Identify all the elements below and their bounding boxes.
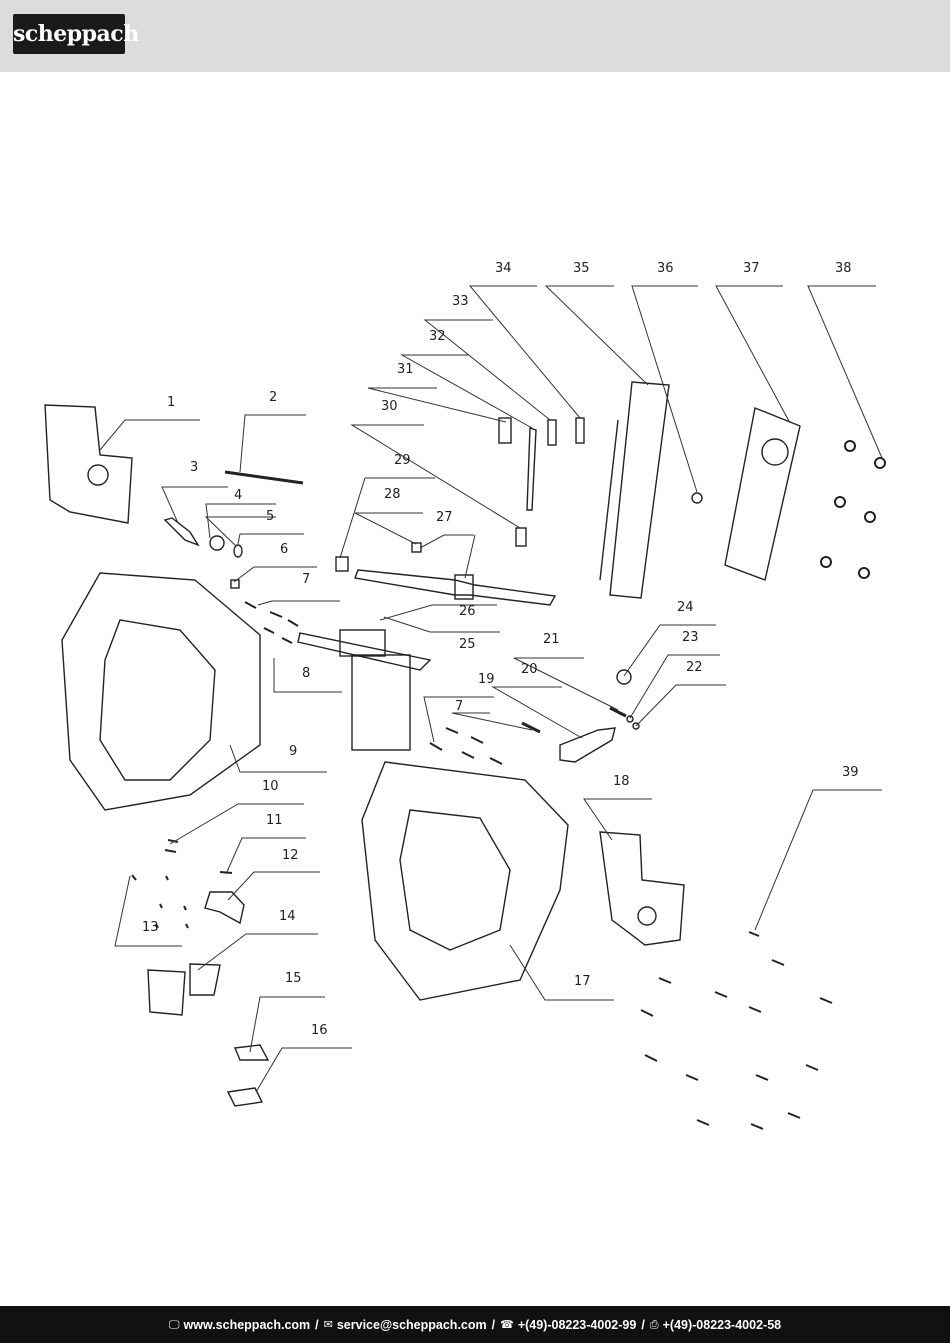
part-31-block xyxy=(498,417,512,444)
callout-34: 34 xyxy=(495,261,512,276)
phone-icon: ☎ xyxy=(500,1318,514,1331)
part-19-pin xyxy=(521,721,541,734)
part-30-block xyxy=(515,527,527,547)
callout-26: 26 xyxy=(459,604,476,619)
part-8-motor-body xyxy=(351,654,411,751)
footer-email[interactable]: service@scheppach.com xyxy=(336,1317,487,1332)
callout-5: 5 xyxy=(266,509,274,524)
part-3-lever xyxy=(163,517,200,547)
part-7-screws xyxy=(244,601,503,765)
footer-contact-bar: 🖵 www.scheppach.com / ✉ service@scheppac… xyxy=(0,1306,950,1343)
part-12-trigger xyxy=(204,891,245,925)
callout-25: 25 xyxy=(459,637,476,652)
footer-fax: +(49)-08223-4002-58 xyxy=(662,1317,782,1332)
callout-29: 29 xyxy=(394,453,411,468)
part-5-ring xyxy=(233,544,243,558)
part-37-base-plate xyxy=(724,407,801,581)
footer-website[interactable]: www.scheppach.com xyxy=(183,1317,311,1332)
footer-separator: / xyxy=(641,1317,645,1332)
part-14-switch xyxy=(147,969,186,1016)
callout-19: 19 xyxy=(478,672,495,687)
part-24-bearing xyxy=(616,669,632,685)
part-23-washer xyxy=(626,715,634,723)
part-15-clip xyxy=(233,1044,270,1061)
callout-28: 28 xyxy=(384,487,401,502)
part-9-left-housing xyxy=(61,572,261,811)
callout-9: 9 xyxy=(289,744,297,759)
part-20-lever xyxy=(559,727,616,763)
diagram-svg: 1 2 3 4 5 6 7 8 9 10 11 12 13 14 15 16 1… xyxy=(44,261,886,1130)
footer-phone: +(49)-08223-4002-99 xyxy=(517,1317,637,1332)
callout-17: 17 xyxy=(574,974,591,989)
part-36-screw xyxy=(691,492,703,504)
header-bar: scheppach xyxy=(0,0,950,72)
part-16-button xyxy=(226,1087,264,1107)
callout-27: 27 xyxy=(436,510,453,525)
callout-11: 11 xyxy=(266,813,283,828)
part-21-pin xyxy=(609,706,627,718)
callout-labels: 1 2 3 4 5 6 7 8 9 10 11 12 13 14 15 16 1… xyxy=(142,261,859,1038)
part-38-screws xyxy=(820,440,886,579)
callout-18: 18 xyxy=(613,774,630,789)
part-6-spring xyxy=(230,579,240,589)
part-26-spindle xyxy=(354,569,557,606)
callout-10: 10 xyxy=(262,779,279,794)
callout-22: 22 xyxy=(686,660,703,675)
callout-37: 37 xyxy=(743,261,760,276)
callout-4: 4 xyxy=(234,488,242,503)
brand-logo[interactable]: scheppach xyxy=(13,14,139,54)
part-4-ring xyxy=(209,535,225,551)
part-17-right-housing xyxy=(361,761,569,1001)
callout-30: 30 xyxy=(381,399,398,414)
part-2-shaft xyxy=(224,470,304,485)
callout-23: 23 xyxy=(682,630,699,645)
callout-38: 38 xyxy=(835,261,852,276)
fax-icon: ⎙ xyxy=(649,1317,659,1331)
callout-8: 8 xyxy=(302,666,310,681)
callout-15: 15 xyxy=(285,971,302,986)
callout-33: 33 xyxy=(452,294,469,309)
part-32-rod xyxy=(526,427,537,511)
footer-separator: / xyxy=(315,1317,319,1332)
computer-icon: 🖵 xyxy=(168,1317,180,1331)
callout-35: 35 xyxy=(573,261,590,276)
part-29-clip xyxy=(335,556,349,572)
leader-lines xyxy=(99,285,883,1093)
callout-32: 32 xyxy=(429,329,446,344)
callout-36: 36 xyxy=(657,261,674,276)
callout-6: 6 xyxy=(280,542,288,557)
part-10-13-pins xyxy=(131,839,233,929)
part-33-pin xyxy=(547,419,557,446)
mail-icon: ✉ xyxy=(323,1318,333,1331)
callout-7: 7 xyxy=(302,572,310,587)
part-39-screws xyxy=(640,931,833,1130)
callout-14: 14 xyxy=(279,909,296,924)
callout-7b: 7 xyxy=(455,699,463,714)
part-28-clip xyxy=(411,542,422,553)
callout-31: 31 xyxy=(397,362,414,377)
callout-39: 39 xyxy=(842,765,859,780)
callout-24: 24 xyxy=(677,600,694,615)
callout-13: 13 xyxy=(142,920,159,935)
part-25-motor xyxy=(297,632,432,671)
part-34-pin xyxy=(575,417,585,444)
footer-separator: / xyxy=(491,1317,496,1332)
callout-20: 20 xyxy=(521,662,538,677)
callout-2: 2 xyxy=(269,390,277,405)
callout-16: 16 xyxy=(311,1023,328,1038)
callout-12: 12 xyxy=(282,848,299,863)
callout-3: 3 xyxy=(190,460,198,475)
exploded-parts-diagram: 1 2 3 4 5 6 7 8 9 10 11 12 13 14 15 16 1… xyxy=(0,240,950,1160)
part-22-nut xyxy=(632,722,640,730)
part-1-bracket xyxy=(44,404,133,524)
callout-1: 1 xyxy=(167,395,175,410)
part-35-base-rail xyxy=(609,381,670,599)
callout-21: 21 xyxy=(543,632,560,647)
part-18-cover xyxy=(599,831,685,946)
